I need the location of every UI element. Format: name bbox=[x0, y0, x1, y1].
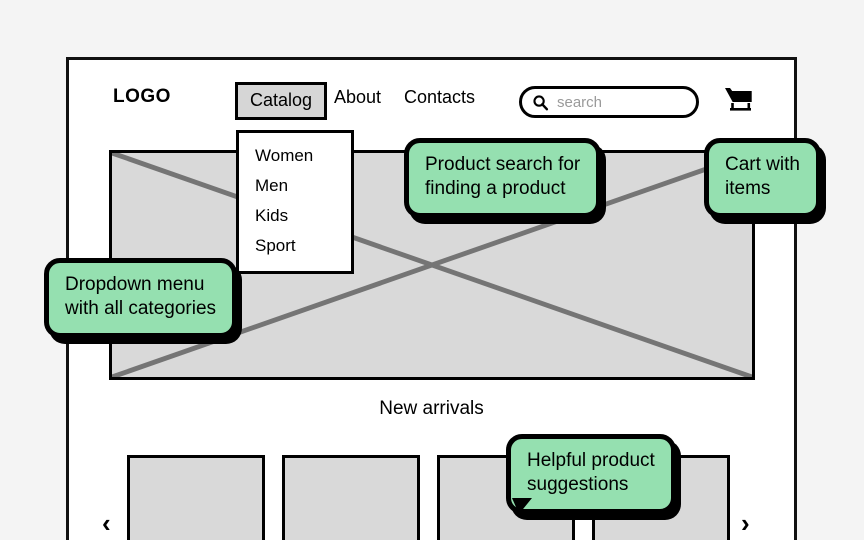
annotation-line: Helpful product bbox=[527, 450, 655, 471]
annotation-callout-suggestions-tail bbox=[512, 498, 532, 514]
annotation-callout-search: Product search for finding a product bbox=[404, 138, 602, 218]
nav-item-about[interactable]: About bbox=[334, 87, 381, 108]
annotation-line: Product search for bbox=[425, 154, 581, 175]
nav-item-contacts[interactable]: Contacts bbox=[404, 87, 475, 108]
nav-item-contacts-label: Contacts bbox=[404, 87, 476, 107]
product-card[interactable] bbox=[127, 455, 265, 540]
carousel-prev-arrow[interactable]: ‹ bbox=[102, 508, 111, 538]
annotation-line: with all categories bbox=[65, 298, 217, 320]
annotation-line: Dropdown menu bbox=[65, 274, 205, 295]
site-logo[interactable]: LOGO bbox=[113, 86, 171, 107]
hero-cross-lines bbox=[112, 153, 752, 377]
annotation-callout-cart: Cart with items bbox=[704, 138, 821, 218]
annotation-line: Cart with bbox=[725, 154, 800, 175]
dropdown-item-women[interactable]: Women bbox=[255, 146, 314, 165]
annotation-line: finding a product bbox=[425, 178, 566, 200]
annotation-callout-dropdown: Dropdown menu with all categories bbox=[44, 258, 238, 338]
search-icon bbox=[533, 94, 549, 110]
carousel-next-arrow[interactable]: › bbox=[741, 508, 750, 538]
annotation-line: items bbox=[725, 178, 771, 200]
dropdown-item-men[interactable]: Men bbox=[255, 176, 289, 195]
annotation-callout-suggestions: Helpful product suggestions bbox=[506, 434, 676, 514]
search-input[interactable]: search bbox=[519, 86, 699, 118]
nav-item-catalog[interactable]: Catalog bbox=[235, 82, 328, 120]
search-placeholder: search bbox=[557, 93, 603, 111]
new-arrivals-carousel: ‹ › bbox=[69, 455, 794, 540]
dropdown-item-sport[interactable]: Sport bbox=[255, 236, 296, 255]
catalog-dropdown-menu[interactable]: Women Men Kids Sport bbox=[236, 130, 354, 274]
shopping-cart-icon[interactable] bbox=[724, 86, 754, 114]
section-title-new-arrivals: New arrivals bbox=[379, 398, 484, 419]
dropdown-item-kids[interactable]: Kids bbox=[255, 206, 289, 225]
product-card[interactable] bbox=[282, 455, 420, 540]
nav-item-about-label: About bbox=[334, 87, 382, 107]
nav-item-catalog-label: Catalog bbox=[250, 90, 313, 110]
annotation-line: suggestions bbox=[527, 474, 629, 496]
site-header: LOGO Catalog About Contacts search bbox=[69, 60, 794, 130]
